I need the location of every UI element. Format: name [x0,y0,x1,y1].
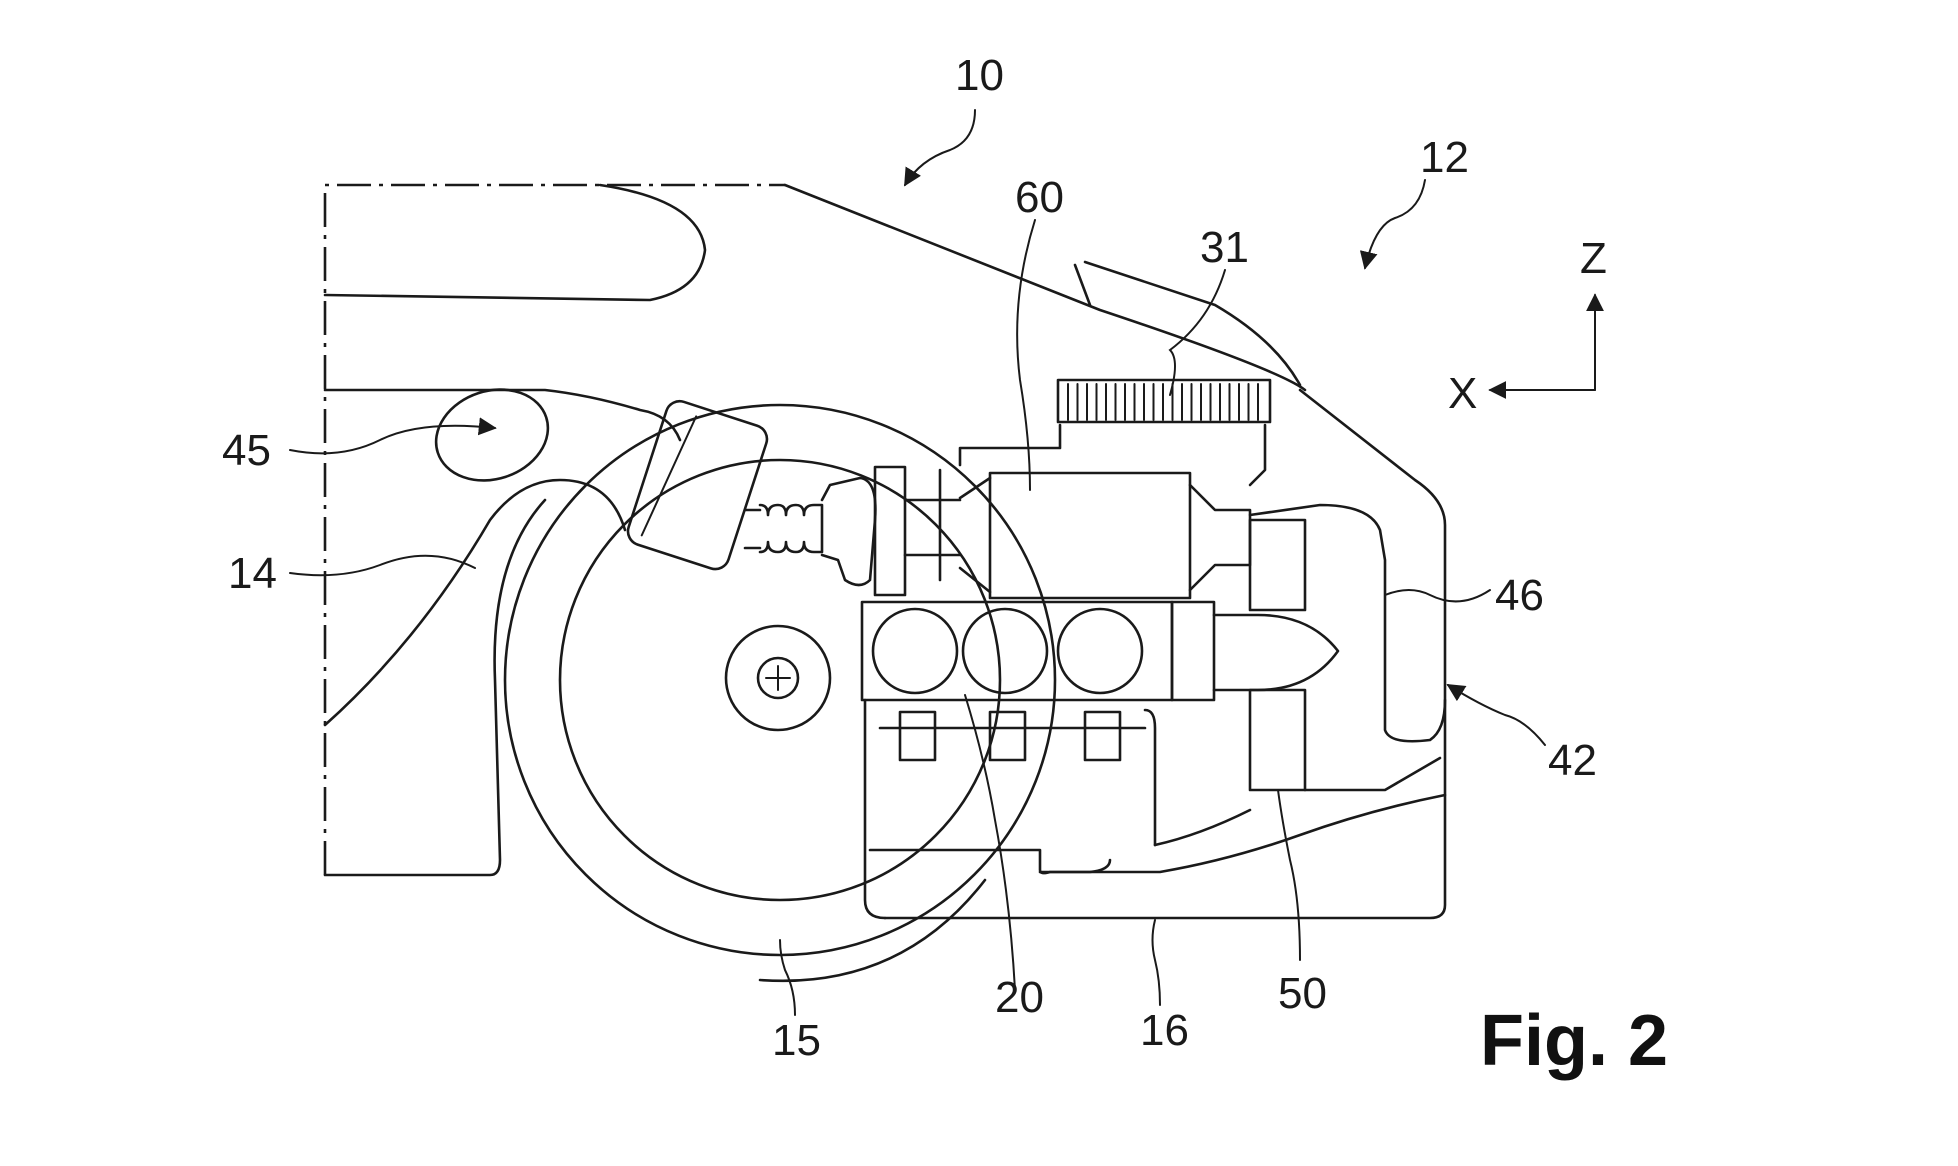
part-16-tray [863,698,1447,920]
label-42: 42 [1548,736,1597,785]
hub [724,624,832,732]
axis-x-label: X [1448,369,1477,418]
part-45-ellipse [434,388,550,482]
part-20-carriage [860,600,1340,702]
label-20: 20 [995,973,1044,1022]
spring-rod [743,465,962,597]
label-12: 12 [1420,133,1469,182]
figure-caption: Fig. 2 [1480,1001,1668,1081]
label-46: 46 [1495,571,1544,620]
label-14: 14 [228,549,277,598]
label-45: 45 [222,426,271,475]
label-31: 31 [1200,223,1249,272]
axis-indicator: Z X [1448,234,1607,418]
label-50: 50 [1278,969,1327,1018]
axis-z-label: Z [1580,234,1607,283]
label-16: 16 [1140,1006,1189,1055]
part-31-rack [958,378,1272,487]
tilted-block [626,399,769,571]
dash-dot-boundary [323,183,785,875]
reference-numerals: 10 12 60 31 45 14 46 42 15 20 16 50 [222,51,1597,1065]
part-14-side-wall [323,388,682,877]
leader-lines [289,109,1546,1016]
housing-upper [323,183,1447,920]
label-10: 10 [955,51,1004,100]
part-60-cylinder [958,471,1252,600]
label-15: 15 [772,1016,821,1065]
label-60: 60 [1015,173,1064,222]
part-15-rotor [503,403,1057,983]
part-50-block [1248,503,1447,792]
